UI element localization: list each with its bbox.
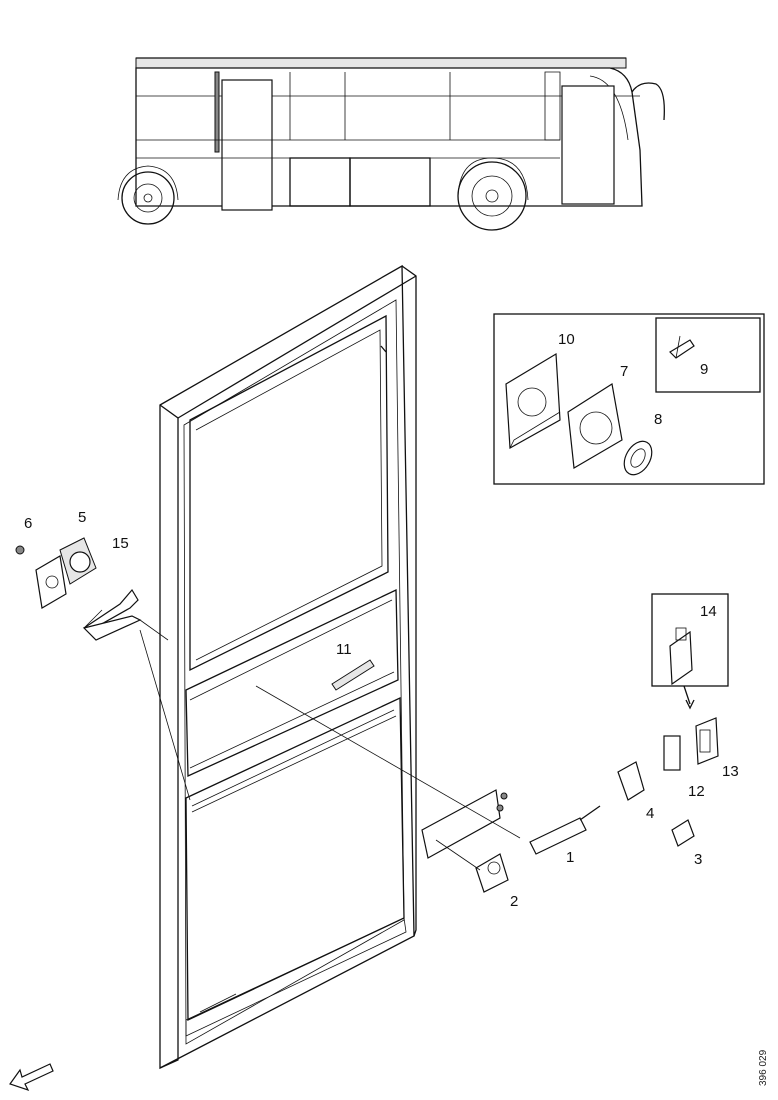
part-7-bearing-housing [567, 383, 623, 469]
callout-5: 5 [78, 509, 86, 526]
part-15-handle-bracket [82, 588, 142, 641]
callout-15: 15 [112, 535, 129, 552]
drawing-reference: 396 029 [758, 1049, 769, 1086]
callout-2: 2 [510, 893, 518, 910]
part-9-clip [669, 335, 695, 359]
callout-9: 9 [700, 361, 708, 378]
part-5-lock-assembly [35, 537, 97, 609]
part-3-knob [671, 819, 695, 847]
part-14-catch-plate [669, 627, 693, 686]
callout-14: 14 [700, 603, 717, 620]
callout-12: 12 [688, 783, 705, 800]
inset-box-catch [651, 593, 729, 710]
part-4-latch [617, 761, 645, 801]
leader-line-15 [139, 619, 169, 641]
callout-7: 7 [620, 363, 628, 380]
callout-3: 3 [694, 851, 702, 868]
inset-box-bearing-parts [493, 313, 765, 485]
part-6-screw [15, 545, 25, 555]
callout-11: 11 [336, 641, 352, 658]
callout-6: 6 [24, 515, 32, 532]
part-13-striker [695, 717, 719, 765]
part-8-bearing [623, 440, 653, 476]
orientation-arrow-icon [9, 1063, 54, 1092]
callout-1: 1 [566, 849, 574, 866]
part-2-pivot [475, 853, 509, 893]
callout-8: 8 [654, 411, 662, 428]
bus-side-view [117, 57, 665, 231]
callout-4: 4 [646, 805, 654, 822]
door-frame [159, 264, 417, 1070]
callout-10: 10 [558, 331, 575, 348]
part-10-bracket [505, 352, 561, 449]
callout-13: 13 [722, 763, 739, 780]
part-1-rod-assembly [421, 789, 601, 859]
assembly-leader-lines [139, 629, 521, 871]
part-12-plate [663, 735, 681, 771]
